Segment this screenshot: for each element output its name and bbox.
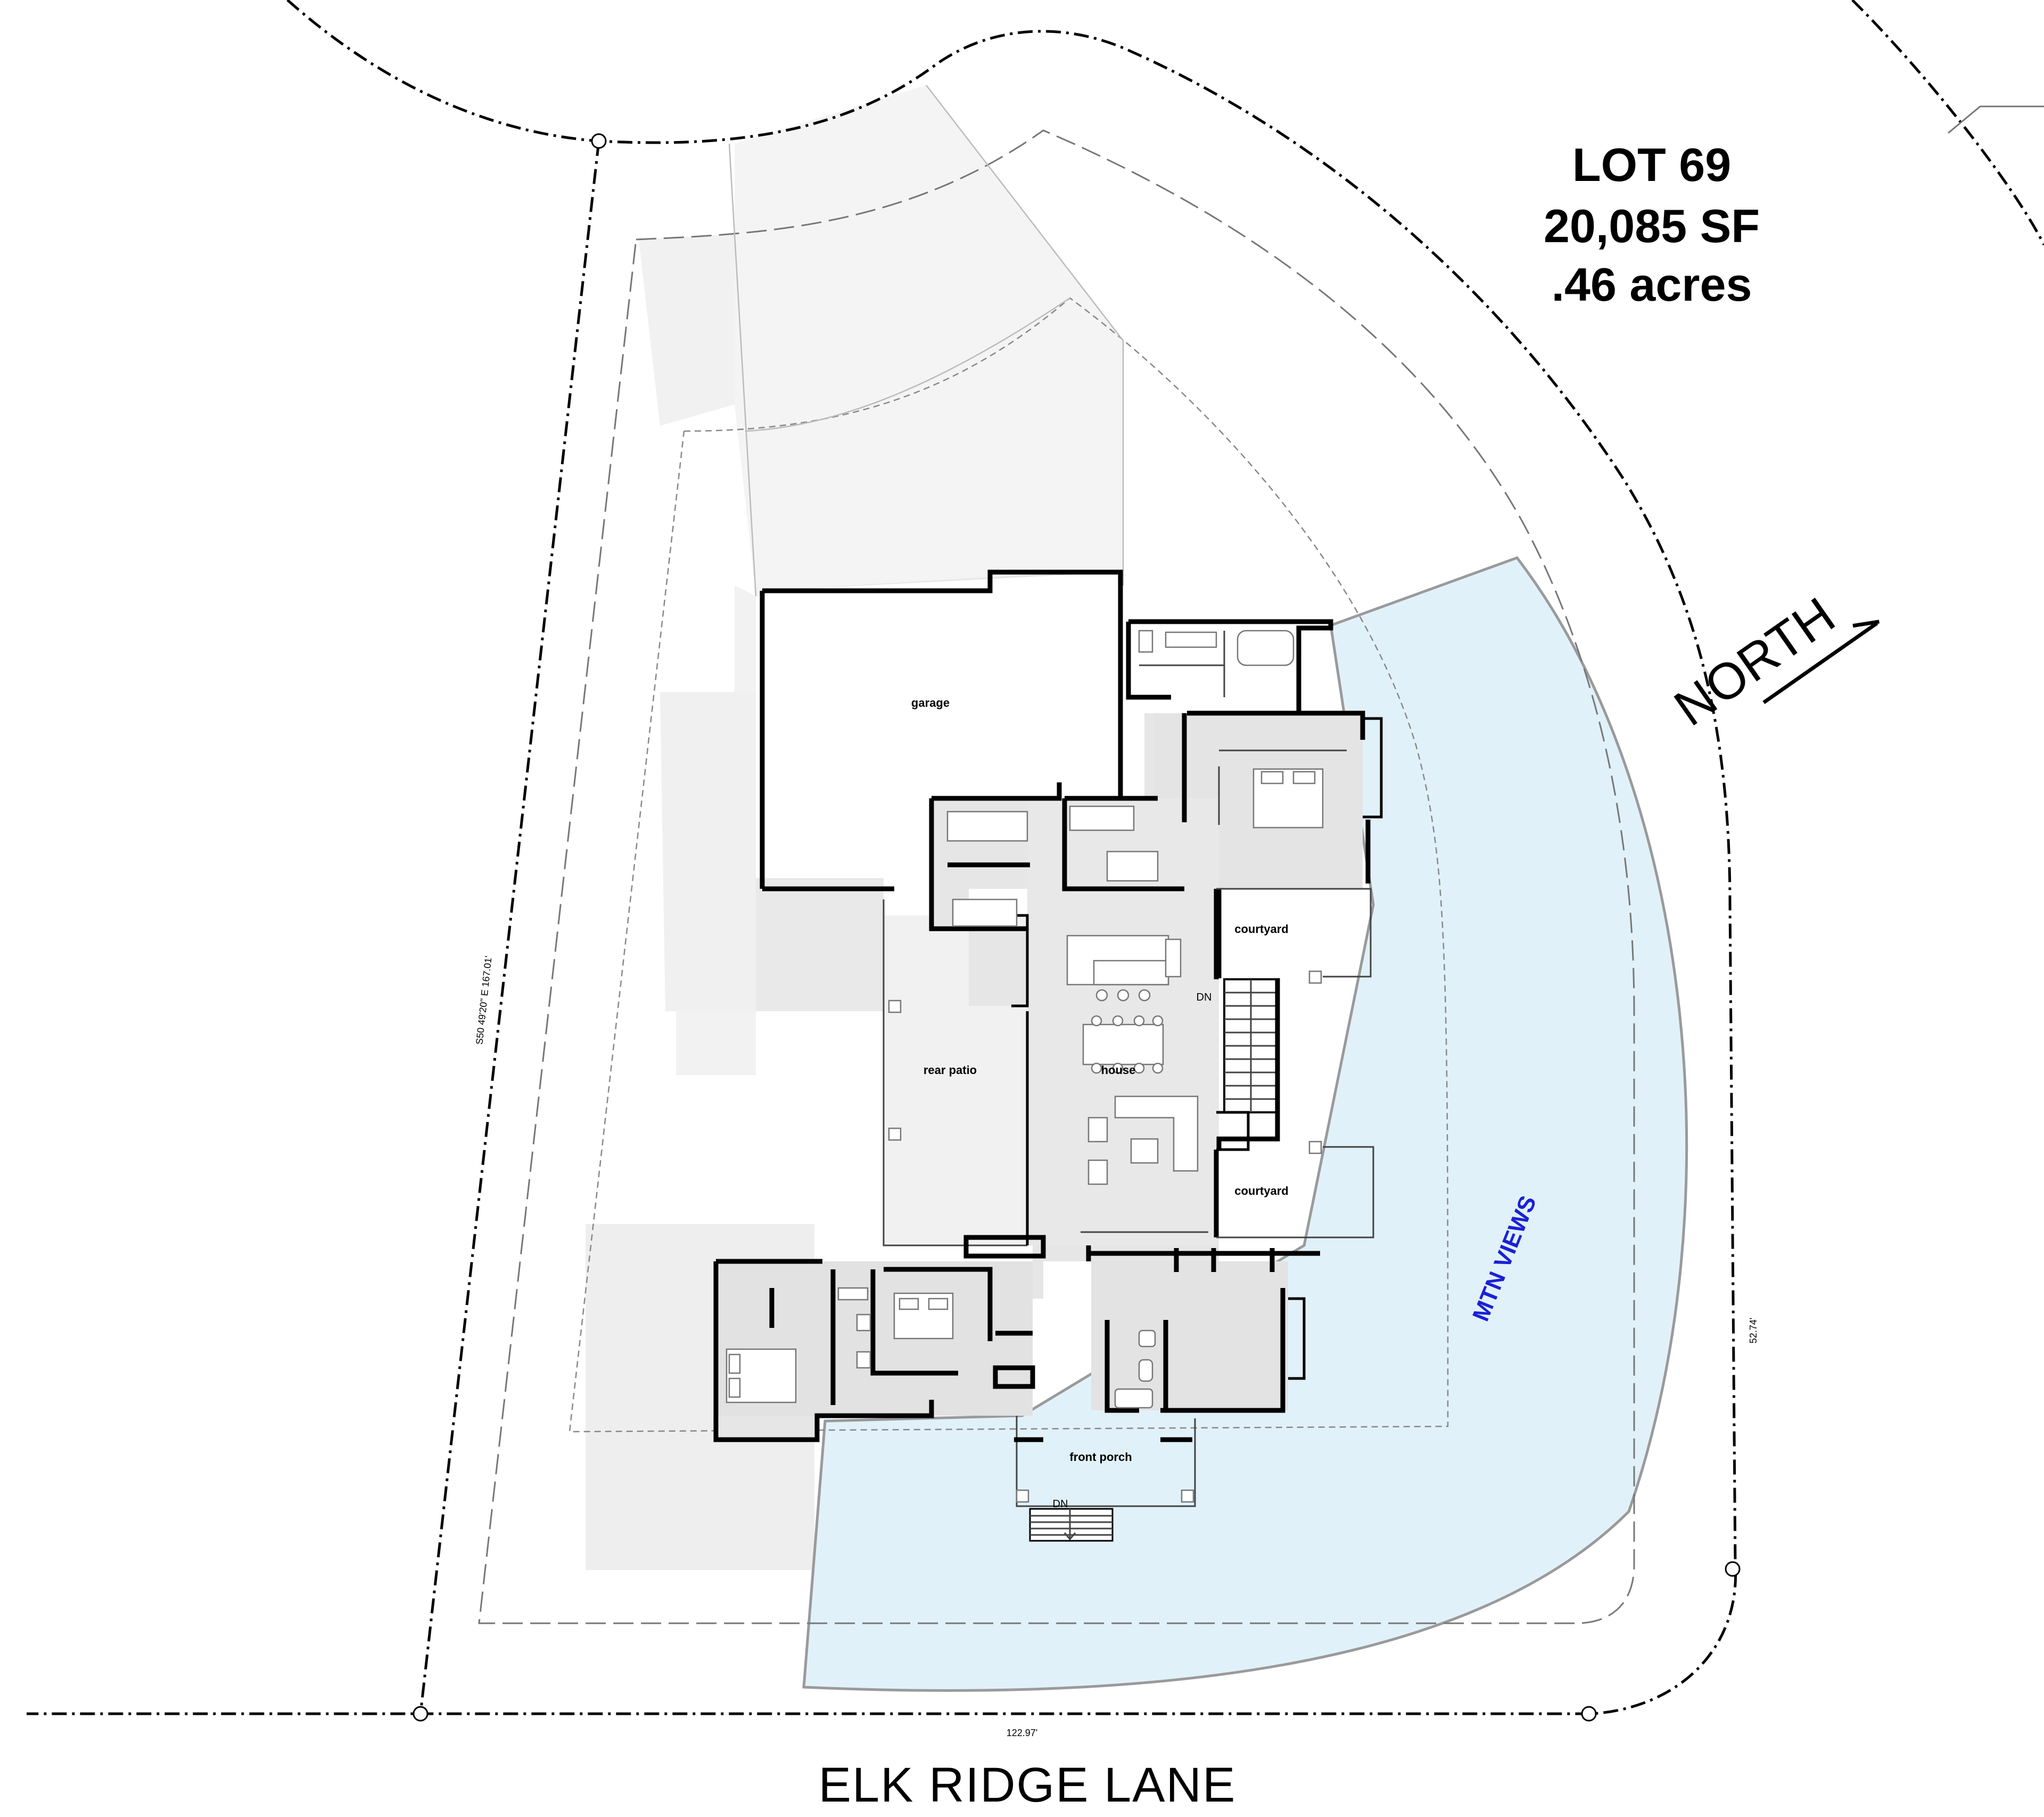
north-arrow: NORTH xyxy=(1664,587,1880,737)
setback-line-outer xyxy=(478,129,1635,1624)
rear-patio-label: rear patio xyxy=(924,1063,977,1077)
courtyard-north-label: courtyard xyxy=(1234,922,1288,936)
interior-stair-down-label: DN xyxy=(1197,992,1212,1003)
lot-corner-markers xyxy=(413,133,1741,1722)
courtyard-north xyxy=(1214,888,1372,984)
north-arrow-icon xyxy=(1762,620,1880,704)
front-porch-label: front porch xyxy=(1069,1450,1132,1464)
rear-patio xyxy=(883,899,1029,1246)
bedroom-wing-walls xyxy=(713,1235,1046,1442)
north-label: NORTH xyxy=(1664,587,1845,737)
garage-walls xyxy=(760,569,1123,891)
master-bath-fixtures xyxy=(1138,630,1295,697)
driveway-edges xyxy=(728,85,1124,597)
front-porch xyxy=(1014,1416,1196,1507)
mudroom-walls xyxy=(929,782,1184,1007)
lot-area-acres: .46 acres xyxy=(1552,258,1752,311)
porch-steps xyxy=(1029,1508,1114,1542)
porch-steps-down-label: DN xyxy=(1053,1498,1068,1510)
dining-table xyxy=(1082,1015,1164,1074)
house-label: house xyxy=(1101,1063,1136,1077)
east-line-dimension: 52.74' xyxy=(1748,1318,1759,1343)
courtyard-south-label: courtyard xyxy=(1234,1184,1288,1197)
master-bed xyxy=(1218,749,1347,829)
street-name: ELK RIDGE LANE xyxy=(819,1758,1237,1812)
lot-area-sf: 20,085 SF xyxy=(1544,200,1760,252)
lot-number: LOT 69 xyxy=(1572,138,1731,191)
setback-line-inner xyxy=(568,297,1449,1433)
kitchen-island xyxy=(1066,935,1182,1002)
master-suite-walls xyxy=(1126,619,1383,883)
adjacent-lot-line xyxy=(1948,105,2044,134)
courtyard-south xyxy=(1214,1111,1374,1238)
bedroom-wing-fixtures xyxy=(726,1287,954,1403)
guest-suite-fixtures xyxy=(1114,1329,1156,1409)
west-line-dimension: S50 49'20" E 167.01' xyxy=(474,955,493,1045)
south-line-dimension: 122.97' xyxy=(1007,1728,1038,1738)
living-furniture xyxy=(1081,1095,1208,1233)
mountain-view-cone xyxy=(802,556,1688,1692)
guest-suite-walls xyxy=(1086,1245,1320,1413)
garage-label: garage xyxy=(911,696,950,709)
